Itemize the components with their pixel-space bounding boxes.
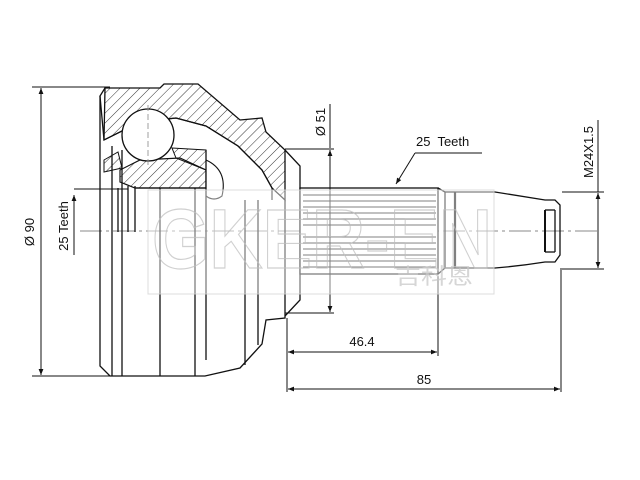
housing-body <box>99 87 286 377</box>
threaded-end <box>455 191 561 269</box>
dim-total-length: 85 <box>288 268 562 392</box>
spline-teeth <box>303 194 436 268</box>
stem-diameter-label: Ø 51 <box>313 108 328 136</box>
outer-teeth-label: 25 Teeth <box>416 134 469 149</box>
housing-section <box>103 83 286 202</box>
total-length-label: 85 <box>417 372 431 387</box>
dim-thread: M24X1.5 <box>562 120 604 270</box>
dim-spline-length: 46.4 <box>286 276 439 392</box>
watermark: GKER-EN 吉科恩 <box>147 189 495 295</box>
watermark-chinese: 吉科恩 <box>395 265 473 290</box>
dim-inner-teeth: 25 Teeth <box>56 188 128 255</box>
spline-length-label: 46.4 <box>349 334 374 349</box>
dim-stem-diameter: Ø 51 <box>285 104 334 314</box>
outer-diameter-label: Ø 90 <box>22 218 37 246</box>
dim-outer-teeth: 25 Teeth <box>395 134 482 185</box>
inner-teeth-label: 25 Teeth <box>56 201 71 251</box>
watermark-latin: GKER-EN <box>152 192 492 286</box>
dim-outer-diameter: Ø 90 <box>22 86 110 377</box>
stem <box>284 149 457 317</box>
thread-label: M24X1.5 <box>581 126 596 178</box>
